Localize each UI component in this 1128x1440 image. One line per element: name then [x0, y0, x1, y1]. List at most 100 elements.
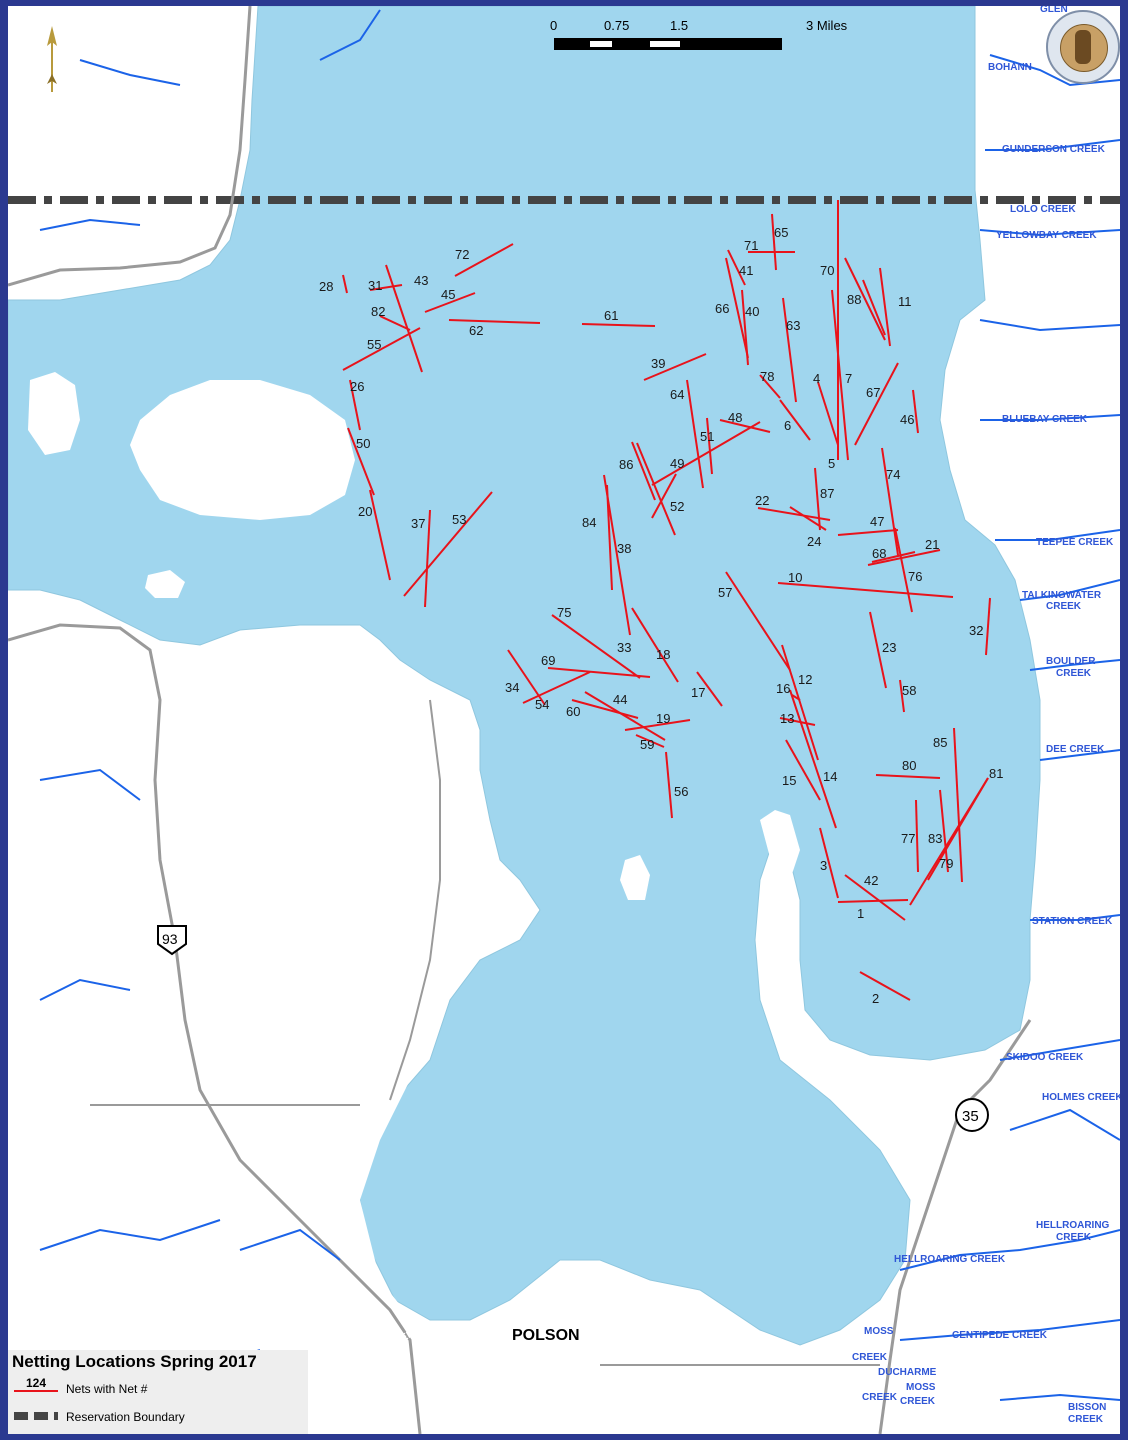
creek-label: HELLROARING CREEK	[894, 1254, 1006, 1265]
net-label: 83	[928, 831, 942, 846]
creek-label: YELLOWBAY CREEK	[996, 230, 1097, 241]
scale-bar: 0 0.75 1.5 3 Miles	[548, 18, 858, 58]
net-label: 18	[656, 647, 670, 662]
net-label: 20	[358, 504, 372, 519]
net-label: 82	[371, 304, 385, 319]
net-label: 70	[820, 263, 834, 278]
net-label: 66	[715, 301, 729, 316]
map-canvas: 1 2 3 4 5 6 7 10 11 12 13 14 15 16 17 18…	[8, 6, 1120, 1434]
creek-label: TALKINGWATER	[1022, 590, 1102, 601]
road	[8, 623, 422, 1434]
road	[8, 6, 252, 287]
island	[130, 380, 355, 520]
island	[145, 570, 185, 598]
net-label: 80	[902, 758, 916, 773]
net-label: 28	[319, 279, 333, 294]
creek-label: SKIDOO CREEK	[1006, 1052, 1084, 1063]
net-label: 55	[367, 337, 381, 352]
net-label: 58	[902, 683, 916, 698]
net-label: 79	[939, 856, 953, 871]
legend-net-sample-number: 124	[26, 1376, 47, 1390]
net-label: 38	[617, 541, 631, 556]
net-label: 63	[786, 318, 800, 333]
creek-label: GLEN	[1040, 6, 1068, 15]
net-label: 14	[823, 769, 837, 784]
net-label: 39	[651, 356, 665, 371]
road	[389, 699, 441, 1101]
net-label: 47	[870, 514, 884, 529]
creek-label: CREEK	[1056, 668, 1092, 679]
creek-label: HELLROARING	[1036, 1220, 1110, 1231]
island	[620, 855, 650, 900]
net-label: 41	[739, 263, 753, 278]
net-label: 65	[774, 225, 788, 240]
road	[878, 1019, 1032, 1434]
creek-label: MOSS	[906, 1382, 936, 1393]
net-label: 7	[845, 371, 852, 386]
net-label: 61	[604, 308, 618, 323]
route-35-shield: 35	[955, 1098, 989, 1132]
net-label: 68	[872, 546, 886, 561]
net-label: 57	[718, 585, 732, 600]
net-label: 48	[728, 410, 742, 425]
net-label: 12	[798, 672, 812, 687]
legend-net-label: Nets with Net #	[66, 1382, 148, 1396]
net-label: 31	[368, 278, 382, 293]
creek-label: TEEPEE CREEK	[1036, 537, 1114, 548]
net-label: 26	[350, 379, 364, 394]
net-label: 2	[872, 991, 879, 1006]
creek-label: DUCHARME	[878, 1367, 937, 1378]
net-label: 4	[813, 371, 820, 386]
net-label: 87	[820, 486, 834, 501]
net-label: 72	[455, 247, 469, 262]
scale-tick-3: 3 Miles	[806, 18, 848, 33]
route-35-label: 35	[962, 1108, 979, 1125]
net-label: 84	[582, 515, 596, 530]
net-label: 45	[441, 287, 455, 302]
net-label: 75	[557, 605, 571, 620]
net-label: 50	[356, 436, 370, 451]
creek-label: CENTIPEDE CREEK	[952, 1330, 1048, 1341]
net-label: 49	[670, 456, 684, 471]
net-label: 19	[656, 711, 670, 726]
creek-label: CREEK	[852, 1352, 888, 1363]
creek-label: CREEK	[1056, 1232, 1092, 1243]
net-label: 88	[847, 292, 861, 307]
creek-label: CREEK	[1068, 1414, 1104, 1425]
net-label: 40	[745, 304, 759, 319]
net-label: 32	[969, 623, 983, 638]
north-arrow-icon	[47, 26, 57, 92]
net-label: 81	[989, 766, 1003, 781]
net-label: 10	[788, 570, 802, 585]
island	[28, 372, 80, 455]
map-title: Netting Locations Spring 2017	[12, 1352, 257, 1371]
net-label: 22	[755, 493, 769, 508]
west-shore	[8, 620, 500, 1434]
net-label: 54	[535, 697, 549, 712]
creek-label: BISSON	[1068, 1402, 1106, 1413]
net-label: 44	[613, 692, 627, 707]
route-93-label: 93	[162, 931, 178, 947]
legend-net-swatch	[14, 1390, 58, 1392]
net-label: 15	[782, 773, 796, 788]
net-label: 78	[760, 369, 774, 384]
net-label: 46	[900, 412, 914, 427]
net-label: 11	[898, 294, 912, 309]
route-93-shield: 93	[157, 925, 187, 956]
creek-label: BOHANN	[988, 62, 1032, 73]
creek-label: BLUEBAY CREEK	[1002, 414, 1088, 425]
legend-boundary-swatch	[14, 1412, 58, 1420]
creek-label: MOSS	[864, 1326, 894, 1337]
net-label: 1	[857, 906, 864, 921]
creek-label: HOLMES CREEK	[1042, 1092, 1120, 1103]
net-label: 13	[780, 711, 794, 726]
creek-label: GUNDERSON CREEK	[1002, 144, 1106, 155]
creek-label: DEE CREEK	[1046, 744, 1105, 755]
net-label: 85	[933, 735, 947, 750]
net-label: 71	[744, 238, 758, 253]
creek-label: LOLO CREEK	[1010, 204, 1076, 215]
island	[760, 810, 800, 880]
net-label: 64	[670, 387, 684, 402]
net-label: 86	[619, 457, 633, 472]
creek-label: CREEK	[1046, 601, 1082, 612]
